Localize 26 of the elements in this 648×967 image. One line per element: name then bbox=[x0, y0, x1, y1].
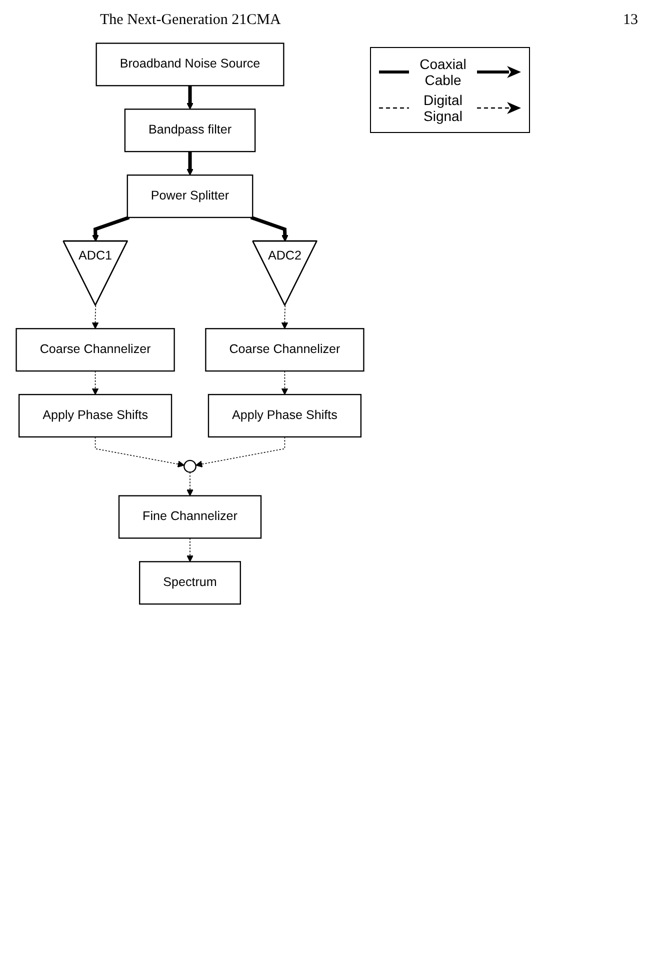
arrow bbox=[92, 305, 99, 329]
arrow bbox=[186, 538, 194, 562]
node-box: Broadband Noise Source bbox=[96, 42, 284, 86]
arrow bbox=[281, 370, 288, 395]
node-box: Coarse Channelizer bbox=[205, 328, 364, 372]
arrow bbox=[186, 472, 194, 496]
arrow bbox=[195, 436, 286, 468]
arrow bbox=[186, 86, 194, 110]
node-box: Apply Phase Shifts bbox=[208, 394, 362, 438]
running-header: The Next-Generation 21CMA bbox=[100, 12, 281, 29]
page-number: 13 bbox=[623, 12, 638, 29]
arrow bbox=[281, 305, 288, 329]
arrow bbox=[186, 152, 194, 176]
node-box: Spectrum bbox=[139, 561, 241, 605]
arrow bbox=[250, 216, 288, 242]
legend-label: Coaxial Cable bbox=[418, 56, 468, 88]
arrow bbox=[94, 436, 185, 468]
node-box: Coarse Channelizer bbox=[16, 328, 175, 372]
legend-label: Digital Signal bbox=[422, 92, 464, 124]
node-box: Fine Channelizer bbox=[118, 495, 262, 539]
node-box: Apply Phase Shifts bbox=[18, 394, 172, 438]
arrow bbox=[92, 216, 130, 242]
node-box: Power Splitter bbox=[126, 174, 254, 218]
node-box: Bandpass filter bbox=[124, 108, 256, 152]
arrow bbox=[92, 370, 99, 395]
node-circle bbox=[184, 460, 196, 473]
